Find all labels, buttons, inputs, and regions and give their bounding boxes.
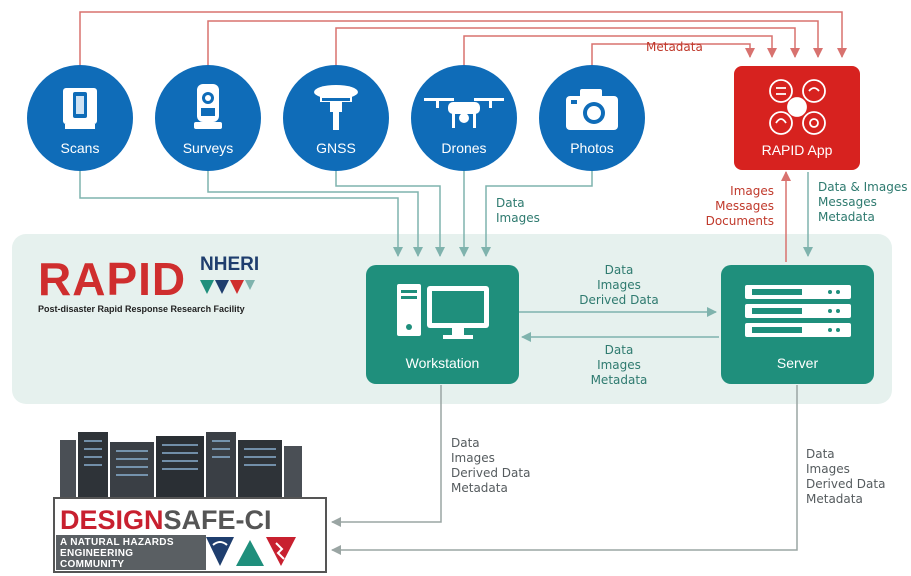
edge-label-line: Data <box>451 436 480 450</box>
scans-label: Scans <box>60 140 100 156</box>
rapid-logo-subtitle: Post-disaster Rapid Response Research Fa… <box>38 304 245 314</box>
edge-label-line: Data <box>806 447 835 461</box>
designsafe-wordmark-part2: SAFE-CI <box>163 505 272 535</box>
edge-label-line: Metadata <box>590 373 648 387</box>
edge-label-line: Derived Data <box>806 477 886 491</box>
nheri-badge-label: NHERI <box>200 254 260 275</box>
rapid-app-icon <box>769 79 826 135</box>
gnss-label: GNSS <box>316 140 356 156</box>
edge-label-line: Data & Images <box>818 180 908 194</box>
total-station-icon <box>194 84 222 129</box>
edge-label-line: Images <box>451 451 495 465</box>
workstation-icon <box>397 284 489 339</box>
edge-label-line: Metadata <box>818 210 875 224</box>
app-to-server-label: Data & Images Messages Metadata <box>818 180 907 225</box>
workstation-to-designsafe-label: Data Images Derived Data Metadata <box>451 436 530 496</box>
drone-icon <box>424 98 504 128</box>
edge-label-line: Documents <box>705 214 774 228</box>
gnss-metadata-line <box>335 27 800 86</box>
server-to-designsafe-label: Data Images Derived Data Metadata <box>806 447 885 507</box>
rapid-logo-wordmark: RAPID <box>38 253 187 305</box>
server-to-designsafe-line <box>331 385 798 555</box>
metadata-label: Metadata <box>646 40 703 54</box>
drones-metadata-line <box>463 35 777 86</box>
workstation-to-designsafe-line <box>331 385 442 527</box>
edge-label-line: Data <box>604 263 634 277</box>
edge-label-line: Images <box>806 462 850 476</box>
designsafe-wordmark-part1: DESIGN <box>60 505 164 535</box>
metadata-lines <box>79 11 847 262</box>
nheri-badge-icon <box>200 280 255 294</box>
server-to-workstation-label: Data Images Metadata <box>559 343 679 388</box>
designsafe-subtitle: A NATURAL HAZARDS ENGINEERING COMMUNITY <box>60 537 174 570</box>
surveys-data-line <box>207 168 423 257</box>
camera-icon <box>566 89 618 130</box>
drones-label: Drones <box>441 140 487 156</box>
server-rack-icon <box>745 285 851 337</box>
edge-label-line: Metadata <box>806 492 863 506</box>
edge-label-line: Images <box>730 184 774 198</box>
scans-metadata-line <box>79 11 847 86</box>
edge-label-line: Metadata <box>451 481 508 495</box>
workstation-label: Workstation <box>405 355 480 371</box>
server-to-app-label: Images Messages Documents <box>690 184 774 229</box>
surveys-label: Surveys <box>182 140 234 156</box>
rapid-app-box <box>734 66 860 170</box>
designsafe-emblem-icon <box>206 537 296 566</box>
gnss-data-line <box>335 168 445 257</box>
edge-label-line: Images <box>496 211 540 225</box>
server-label: Server <box>776 355 819 371</box>
scans-data-line <box>79 168 403 257</box>
photos-to-workstation-label: Data Images <box>496 196 540 226</box>
photos-data-line <box>481 168 593 257</box>
surveys-metadata-line <box>207 20 823 86</box>
designsafe-wordmark: DESIGNSAFE-CI <box>60 506 272 534</box>
archive-lines <box>331 385 798 555</box>
edge-label-line: Messages <box>818 195 877 209</box>
rapid-app-label: RAPID App <box>761 142 833 158</box>
edge-label-line: Images <box>597 278 641 292</box>
edge-label-line: Derived Data <box>451 466 531 480</box>
workstation-to-server-label: Data Images Derived Data <box>559 263 679 308</box>
edge-label-line: Derived Data <box>579 293 659 307</box>
data-lines <box>79 168 813 342</box>
edge-label-line: Data <box>496 196 525 210</box>
gnss-receiver-icon <box>314 85 358 130</box>
designsafe-subtitle-band <box>56 535 206 570</box>
photos-label: Photos <box>570 140 614 156</box>
laser-scanner-icon <box>63 88 97 129</box>
edge-label-line: Images <box>597 358 641 372</box>
edge-label-line: Data <box>604 343 634 357</box>
server-racks-image <box>60 432 302 500</box>
edge-label-line: Messages <box>715 199 774 213</box>
